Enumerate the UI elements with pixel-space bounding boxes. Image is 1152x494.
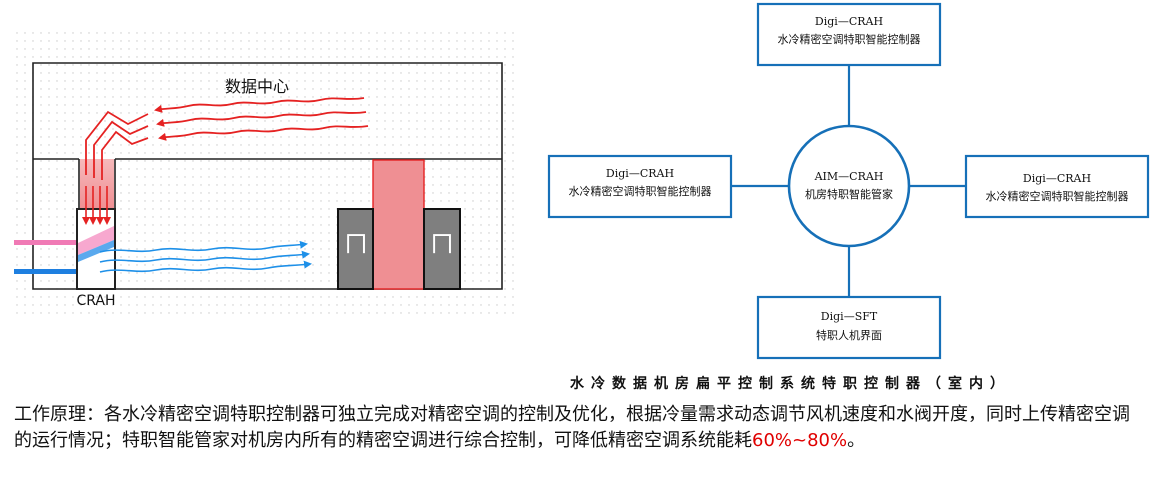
working-principle-body: 各水冷精密空调特职控制器可独立完成对精密空调的控制及优化，根据冷量需求动态调节风…: [14, 404, 1130, 451]
node-right-title: Digi—CRAH: [1023, 172, 1091, 185]
rack-right: [423, 208, 461, 290]
hot-water-pipe: [14, 240, 92, 245]
node-center-circle: [787, 124, 911, 248]
rack-right-symbol: ㄇ: [430, 230, 454, 258]
node-left-subtitle: 水冷精密空调特职智能控制器: [569, 184, 712, 198]
working-principle-lead: 工作原理：: [14, 404, 104, 425]
node-center-subtitle: 机房特职智能管家: [805, 187, 893, 201]
node-center: AIM—CRAH 机房特职智能管家: [787, 124, 911, 248]
return-duct: [78, 159, 116, 209]
node-bottom-title: Digi—SFT: [821, 310, 878, 323]
hot-air-curve-arrows: [85, 110, 149, 180]
diagram-canvas: CRAH 数据中心: [14, 2, 1150, 360]
datacenter-diagram: CRAH 数据中心: [14, 32, 520, 318]
node-bottom-box: [756, 295, 942, 360]
hot-air-down-arrows: [82, 186, 111, 225]
datacenter-label: 数据中心: [225, 77, 289, 96]
node-bottom: Digi—SFT 特职人机界面: [756, 295, 942, 360]
node-bottom-subtitle: 特职人机界面: [816, 328, 882, 342]
rack-left-symbol: ㄇ: [344, 230, 368, 258]
node-right: Digi—CRAH 水冷精密空调特职智能控制器: [964, 154, 1150, 219]
node-right-box: [964, 154, 1150, 219]
control-network: Digi—CRAH 水冷精密空调特职智能控制器 Digi—CRAH 水冷精密空调…: [547, 2, 1150, 360]
cold-water-pipe: [14, 269, 88, 274]
node-left-title: Digi—CRAH: [606, 167, 674, 180]
energy-saving-highlight: 60%~80%: [752, 430, 848, 451]
node-left: Digi—CRAH 水冷精密空调特职智能控制器: [547, 154, 733, 219]
node-top-box: [756, 2, 942, 67]
crah-coil-cold: [78, 240, 114, 262]
network-connectors: [731, 65, 966, 297]
node-top-subtitle: 水冷精密空调特职智能控制器: [778, 32, 921, 46]
node-left-box: [547, 154, 733, 219]
working-principle: 工作原理：各水冷精密空调特职控制器可独立完成对精密空调的控制及优化，根据冷量需求…: [14, 402, 1139, 454]
node-center-title: AIM—CRAH: [814, 170, 884, 183]
building-outline: [32, 62, 503, 290]
figure-caption: 水冷数据机房扁平控制系统特职控制器（室内）: [570, 376, 1011, 392]
cold-air-supply-arrows: [99, 240, 312, 273]
hot-aisle-containment: [372, 159, 425, 290]
crah-coil: [78, 226, 114, 255]
rack-left: [337, 208, 374, 290]
crah-label: CRAH: [76, 293, 115, 309]
node-right-subtitle: 水冷精密空调特职智能控制器: [986, 189, 1129, 203]
hot-air-return-arrows: [154, 97, 369, 141]
node-top: Digi—CRAH 水冷精密空调特职智能控制器: [756, 2, 942, 67]
working-principle-tail: 。: [847, 430, 866, 451]
node-top-title: Digi—CRAH: [815, 15, 883, 28]
